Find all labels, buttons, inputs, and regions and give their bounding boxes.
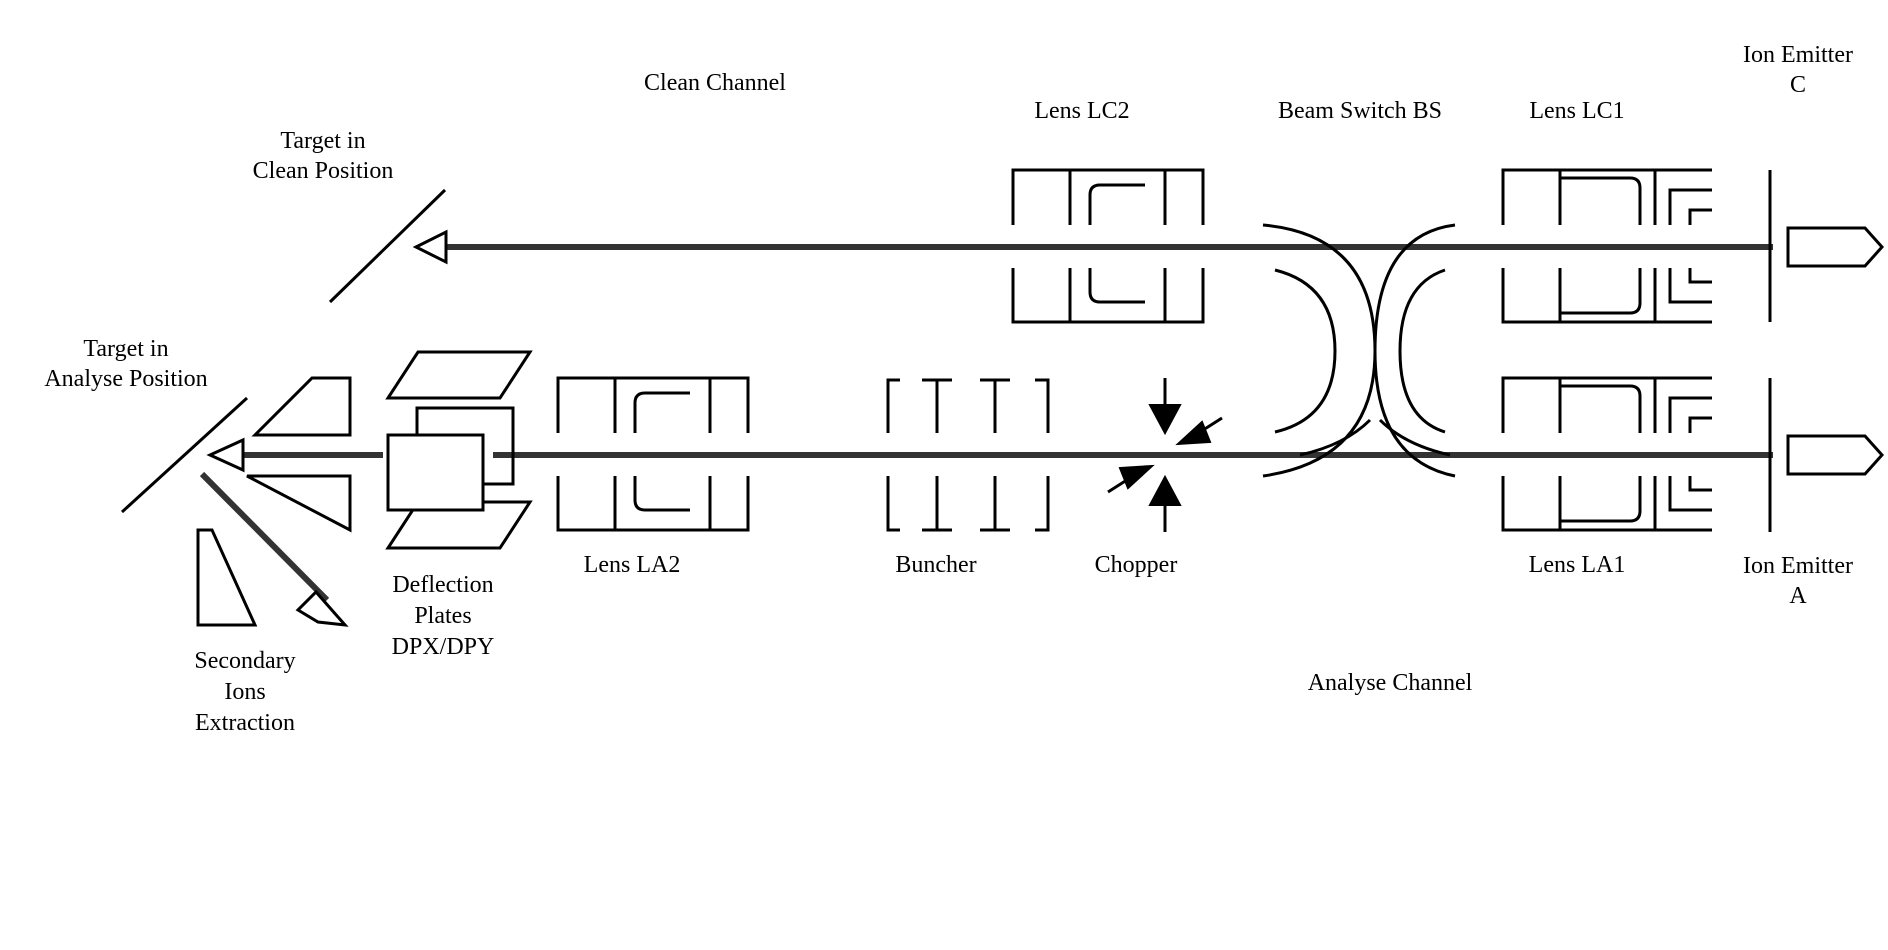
extraction-electrode-lower <box>196 528 258 627</box>
target-clean-label-line2: Clean Position <box>253 158 394 184</box>
target-analyse-label-line2: Analyse Position <box>44 366 207 392</box>
ion-emitter-c <box>1768 170 1885 322</box>
lens-lc1-label: Lens LC1 <box>1529 98 1624 124</box>
deflection-plate-top <box>385 350 533 400</box>
ion-emitter-a-label-line1: Ion Emitter <box>1743 553 1853 579</box>
ion-emitter-c-label-line1: Ion Emitter <box>1743 42 1853 68</box>
lens-lc2 <box>1011 168 1205 324</box>
chopper-arrow-diag-lower-icon <box>1118 464 1155 490</box>
secondary-ions-beam <box>199 471 330 603</box>
deflection-label-line2: Plates <box>414 603 471 629</box>
secondary-ions-label-line2: Ions <box>224 679 265 705</box>
lens-la2 <box>556 376 750 532</box>
secondary-ions-label-line3: Extraction <box>195 710 295 736</box>
target-clean <box>328 188 448 304</box>
lens-lc1 <box>1501 168 1712 324</box>
deflection-block <box>386 433 485 512</box>
emitter-c-tip <box>1786 226 1885 268</box>
secondary-ions-arrowhead-icon <box>295 589 349 627</box>
ion-emitter-a <box>1768 378 1885 532</box>
beam-switch <box>1262 223 1456 478</box>
lens-la1 <box>1501 376 1712 532</box>
target-clean-plate <box>328 188 447 304</box>
deflection-label-line1: Deflection <box>392 572 493 598</box>
buncher-label: Buncher <box>895 552 976 578</box>
ion-emitter-c-label-line2: C <box>1790 72 1806 98</box>
chopper-arrow-diag-upper-icon <box>1175 420 1212 446</box>
extraction-electrode-upper <box>251 376 352 437</box>
target-clean-arrowhead-icon <box>412 229 448 265</box>
chopper <box>1107 378 1223 532</box>
target-analyse-label-line1: Target in <box>83 336 168 362</box>
labels: Clean Channel Lens LC2 Beam Switch BS Le… <box>44 42 1853 736</box>
beam-switch-label: Beam Switch BS <box>1278 98 1442 124</box>
chopper-arrow-down-icon <box>1148 404 1182 436</box>
secondary-ions-label-line1: Secondary <box>194 648 295 674</box>
lens-la1-label: Lens LA1 <box>1529 552 1626 578</box>
ion-emitter-a-label-line2: A <box>1789 583 1807 609</box>
buncher <box>886 378 1050 532</box>
emitter-a-tip <box>1786 434 1885 476</box>
chopper-arrow-up-icon <box>1148 474 1182 506</box>
lens-lc2-label: Lens LC2 <box>1034 98 1129 124</box>
target-analyse-plate <box>120 396 249 514</box>
deflection-label-line3: DPX/DPY <box>392 634 495 660</box>
deflection-plate-bottom <box>385 500 533 550</box>
beams <box>199 244 1773 603</box>
analyse-channel-label: Analyse Channel <box>1308 670 1473 696</box>
chopper-label: Chopper <box>1095 552 1178 578</box>
target-analyse <box>120 376 352 627</box>
clean-channel-label: Clean Channel <box>644 70 786 96</box>
extraction-electrode-middle <box>246 474 352 533</box>
lens-la2-label: Lens LA2 <box>584 552 681 578</box>
target-analyse-arrowhead-icon <box>206 437 245 473</box>
deflection-plates <box>385 350 533 550</box>
target-clean-label-line1: Target in <box>280 128 365 154</box>
